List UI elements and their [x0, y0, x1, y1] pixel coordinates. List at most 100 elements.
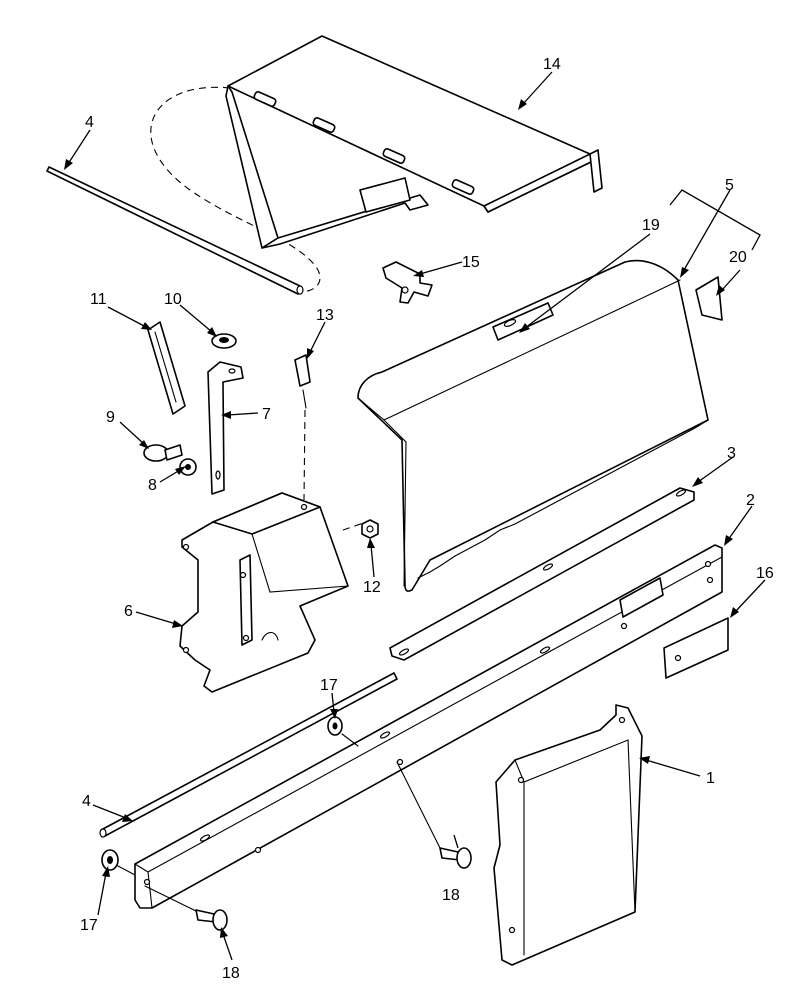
bolt-axis	[396, 761, 441, 849]
pin-axis	[303, 409, 306, 501]
arrow-13	[307, 348, 314, 359]
callout-17-lower: 17	[80, 917, 98, 934]
plate-box-edges	[251, 533, 349, 593]
arrow-11	[141, 322, 152, 330]
callout-4-upper: 4	[85, 114, 94, 131]
callout-5: 5	[725, 177, 734, 194]
bracket-hole	[228, 368, 236, 374]
part-15-clip	[382, 261, 433, 304]
part-2-channel-rail	[134, 544, 723, 909]
hinge-knuckle	[382, 148, 406, 164]
plate-hole	[182, 543, 190, 551]
leader-10	[179, 304, 213, 333]
callout-3: 3	[727, 445, 736, 462]
leader-7	[227, 412, 259, 416]
bracket-body	[207, 361, 244, 495]
washer-hole	[332, 722, 338, 730]
rail-rect-cutout	[619, 577, 664, 618]
rail-body	[134, 544, 723, 909]
rail-hole	[143, 878, 151, 886]
arrow-16	[730, 607, 739, 618]
part-11-slotted-strap	[147, 321, 186, 415]
arrow-3	[692, 477, 703, 487]
leader-20	[721, 269, 741, 291]
rail-hole	[254, 846, 262, 854]
callout-labels: 1 2 3 4 4 5 6 7 8 9 10 11 12 13 14 15 16…	[80, 56, 774, 982]
leader-2	[727, 505, 753, 541]
rail-slot	[539, 646, 551, 654]
part-14-right-lip	[589, 149, 603, 193]
callout-6: 6	[124, 603, 133, 620]
rail-hole	[706, 576, 714, 584]
leader-4-lower	[92, 804, 127, 819]
leader-3	[697, 456, 734, 483]
bracket-hole	[517, 776, 525, 784]
plate-hole	[300, 503, 308, 511]
plate-hole	[242, 634, 250, 642]
part-17-washer-lower	[101, 849, 119, 871]
callout-15: 15	[462, 254, 480, 271]
part-14-hinges	[253, 91, 475, 195]
bracket-inner-edge	[514, 739, 636, 913]
leader-8	[159, 469, 181, 483]
part-9-bolt	[143, 444, 183, 462]
callout-8: 8	[148, 477, 157, 494]
strip-slot	[542, 563, 554, 571]
arrow-17-upper	[330, 709, 338, 719]
arrow-15	[413, 270, 424, 277]
part-13-pin	[294, 354, 311, 501]
strap-body	[147, 321, 186, 415]
hinge-knuckle	[253, 91, 277, 107]
callout-17-upper: 17	[320, 677, 338, 694]
washer-axis-line	[341, 733, 359, 747]
leader-18-upper-link	[453, 834, 459, 849]
rail-hole	[704, 560, 712, 568]
washer-hole	[107, 856, 113, 864]
arrow-18-lower	[220, 927, 228, 938]
arrow-7	[221, 411, 231, 419]
arrow-8	[175, 466, 186, 475]
bolt-shank	[164, 444, 183, 461]
part-14-bottom-rail	[261, 194, 429, 249]
arrow-17-lower	[102, 866, 110, 877]
strip-slot	[398, 648, 410, 656]
part-5-top-crease	[383, 279, 681, 421]
leader-18-lower	[222, 933, 233, 961]
plate-hole	[674, 654, 682, 662]
plate-top-face	[212, 492, 321, 535]
arrow-4-lower	[122, 814, 133, 822]
rail-end-edge	[147, 871, 153, 909]
hinge-knuckle	[451, 179, 475, 195]
plate-cutout	[261, 631, 279, 641]
strap-slot	[154, 331, 177, 403]
callout-10: 10	[164, 291, 182, 308]
bracket-body	[493, 704, 643, 966]
leader-17-lower	[97, 872, 107, 916]
callout-18-upper: 18	[442, 887, 460, 904]
plate-flange	[239, 554, 253, 646]
washer-axis-line	[117, 865, 136, 876]
washer-hole	[185, 464, 191, 470]
part-3-strip	[389, 487, 695, 661]
rod-end	[296, 285, 304, 295]
leader-11	[107, 306, 147, 328]
callout-7: 7	[262, 406, 271, 423]
arrow-4-upper	[64, 159, 73, 170]
bolt-head	[212, 909, 228, 931]
arrow-14	[518, 99, 527, 110]
part-4-upper-rod	[46, 166, 304, 295]
part-4-lower-rod	[99, 672, 398, 838]
arrow-9	[139, 440, 149, 449]
plate-body	[179, 492, 349, 693]
part-6-mounting-plate	[179, 492, 349, 693]
callout-11: 11	[90, 291, 107, 308]
arrow-20	[716, 285, 725, 296]
rail-slot	[379, 731, 391, 739]
arrow-2	[724, 535, 733, 546]
callout-13: 13	[316, 307, 334, 324]
callout-16: 16	[756, 565, 774, 582]
rail-hole	[620, 622, 628, 630]
leader-1	[645, 759, 701, 777]
